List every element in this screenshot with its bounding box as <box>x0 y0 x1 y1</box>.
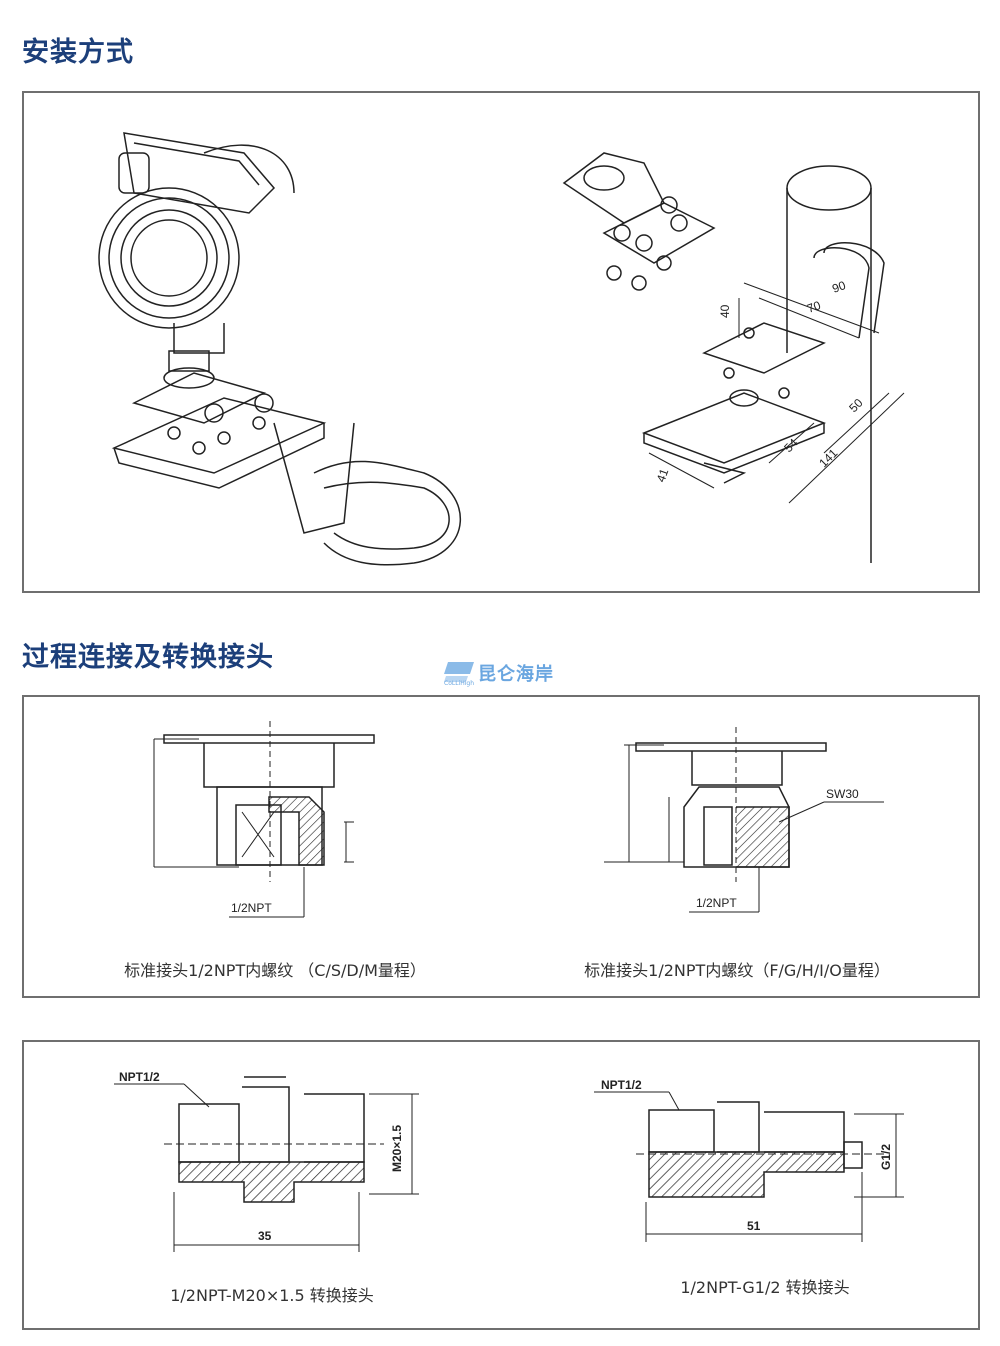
right-adapter-side-dim: G1/2 <box>879 1144 893 1170</box>
bracket-drawing-exploded <box>562 152 716 291</box>
right-adapter-thread: NPT1/2 <box>601 1078 642 1092</box>
mounting-dimension-lines <box>648 282 905 504</box>
standard-connector-drawing: 1/2NPT 1/2NPT SW30 <box>153 721 884 918</box>
left-adapter-side-dim: M20×1.5 <box>390 1125 404 1172</box>
bracket-drawing-left <box>111 372 461 566</box>
left-standard-caption: 标准接头1/2NPT内螺纹 （C/S/D/M量程） <box>124 961 426 980</box>
company-logo-icon <box>444 662 474 682</box>
left-adapter-length: 35 <box>258 1229 272 1243</box>
standard-connector-panel: 1/2NPT 1/2NPT SW30 标准接头1/2NPT内螺纹 （C/S/D/… <box>22 695 980 998</box>
dim-90: 90 <box>830 278 848 296</box>
right-thread-label: 1/2NPT <box>696 896 737 910</box>
section-title-process: 过程连接及转换接头 <box>22 642 274 673</box>
dim-41: 41 <box>654 466 672 484</box>
dim-70: 70 <box>805 298 823 316</box>
left-adapter-caption: 1/2NPT-M20×1.5 转换接头 <box>170 1286 374 1305</box>
company-logo-subtext: CoLLiHigh <box>444 680 475 687</box>
right-standard-caption: 标准接头1/2NPT内螺纹（F/G/H/I/O量程） <box>584 961 890 980</box>
right-adapter-length: 51 <box>747 1219 761 1233</box>
adapter-panel: NPT1/2 M20×1.5 35 NPT1/2 G1/2 51 1/2NPT-… <box>22 1040 980 1330</box>
wrench-size-label: SW30 <box>826 787 859 801</box>
mounting-diagram-panel: 90 70 40 50 54 141 41 <box>22 91 980 593</box>
section-title-mounting: 安装方式 <box>22 37 134 68</box>
dim-141: 141 <box>816 446 840 470</box>
right-adapter-caption: 1/2NPT-G1/2 转换接头 <box>680 1278 850 1297</box>
company-logo-text: 昆仑海岸 <box>478 664 554 685</box>
adapter-drawing: NPT1/2 M20×1.5 35 NPT1/2 G1/2 51 <box>114 1070 904 1252</box>
dim-40: 40 <box>718 304 732 318</box>
mounting-diagram: 90 70 40 50 54 141 41 <box>98 132 905 566</box>
pipe-mount-drawing <box>641 165 885 563</box>
left-thread-label: 1/2NPT <box>231 901 272 915</box>
left-adapter-thread: NPT1/2 <box>119 1070 160 1084</box>
dim-50: 50 <box>846 396 866 416</box>
transmitter-drawing <box>98 132 295 389</box>
